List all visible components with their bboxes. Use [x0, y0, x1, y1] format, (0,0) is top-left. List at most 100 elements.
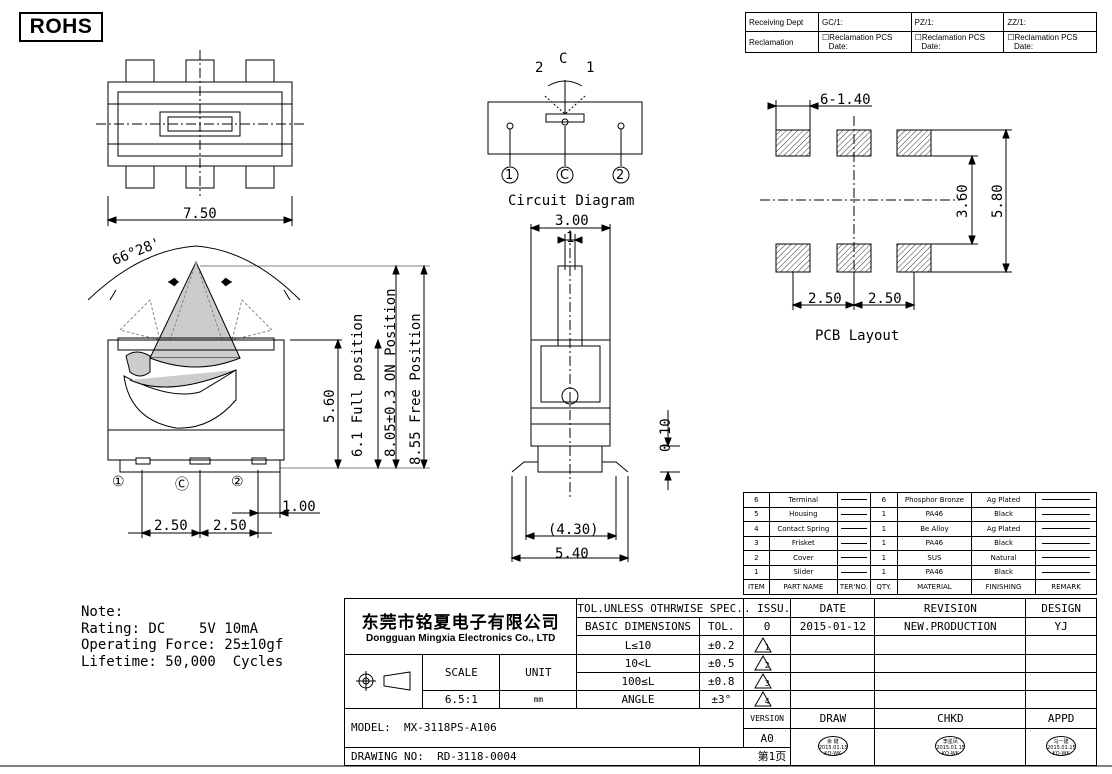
bom-cell-remark [1035, 506, 1097, 522]
tri-cell-2: 2 [742, 653, 792, 673]
bom-cell-finishing: Ag Plated [971, 521, 1037, 537]
bom-header-name: PART NAME [768, 579, 838, 595]
bom-header-ter: TER'NO. [836, 579, 871, 595]
draw-label: DRAW [790, 708, 876, 730]
bom-cell-material: PA46 [896, 564, 973, 580]
dim-1-00: 1.00 [282, 499, 316, 515]
bom-cell-remark [1035, 550, 1097, 566]
pcb-layout-title: PCB Layout [815, 328, 900, 344]
receiving-table: Receiving Dept GC/1: PZ/1: ZZ/1: Reclama… [745, 12, 1097, 53]
tol-value-2: ±0.5 [698, 653, 744, 673]
bom-cell-remark [1035, 564, 1097, 580]
label-on-position: 8.05±0.3 ON Position [383, 288, 399, 457]
bom-cell-material: PA46 [896, 535, 973, 551]
dim-2-50-right: 2.50 [213, 518, 247, 534]
circuit-terminal-1: 1 [505, 168, 514, 183]
tol-range-4: ANGLE [576, 690, 700, 710]
unit-label: UNIT [499, 653, 578, 692]
bom-cell-name: Terminal [768, 492, 838, 508]
issu-header: . ISSU. [742, 597, 792, 619]
model-cell: MODEL: MX-3118PS-A106 [344, 708, 744, 748]
scale-label: SCALE [422, 653, 501, 692]
bom-cell-ter [836, 521, 871, 537]
bom-cell-qty: 1 [869, 521, 898, 537]
version-value: A0 [742, 728, 792, 748]
dim-5-60: 5.60 [322, 389, 338, 423]
tri-cell-3: 3 [742, 671, 792, 692]
bom-cell-ter [836, 492, 871, 508]
bom-cell-name: Cover [768, 550, 838, 566]
drawing-no-cell: DRAWING NO: RD-3118-0004 [344, 746, 700, 767]
reclamation-cell: Reclamation [745, 31, 819, 53]
tol-value-3: ±0.8 [698, 671, 744, 692]
circuit-terminal-2: 2 [616, 168, 625, 183]
dim-4-30: (4.30) [548, 522, 599, 538]
dim-3-00: 3.00 [555, 213, 589, 229]
bom-cell-finishing: Black [971, 564, 1037, 580]
terminal-2-label: ② [231, 474, 244, 490]
dim-0-10: 0.10 [658, 418, 674, 452]
bom-cell-finishing: Black [971, 535, 1037, 551]
bom-cell-name: Housing [768, 506, 838, 522]
bom-cell-item: 1 [743, 564, 770, 580]
bom-cell-qty: 1 [869, 564, 898, 580]
zz-cell: ZZ/1: [1003, 12, 1097, 32]
dim-2-50-left: 2.50 [154, 518, 188, 534]
gc-cell: GC/1: [818, 12, 912, 32]
tol-range-3: 100≤L [576, 671, 700, 692]
pcb-dim-6-1-40: 6-1.40 [820, 92, 871, 108]
pcb-dim-3-60: 3.60 [955, 184, 971, 218]
bom-cell-ter [836, 564, 871, 580]
tol-value-4: ±3° [698, 690, 744, 710]
company-name-cn: 东莞市铭夏电子有限公司 [361, 613, 560, 634]
issue-date: 2015-01-12 [790, 617, 876, 637]
bom-cell-material: PA46 [896, 506, 973, 522]
bom-cell-qty: 6 [869, 492, 898, 508]
tri-cell-1: 1 [742, 635, 792, 655]
circuit-c-label: C [559, 51, 568, 67]
bom-cell-remark [1035, 492, 1097, 508]
bom-cell-ter [836, 506, 871, 522]
company-cell: 东莞市铭夏电子有限公司 Dongguan Mingxia Electronics… [343, 598, 578, 655]
revision-value: NEW.PRODUCTION [874, 617, 1027, 637]
company-name-en: Dongguan Mingxia Electronics Co., LTD [366, 633, 556, 645]
side-view-drawing [87, 245, 430, 538]
chkd-label: CHKD [874, 708, 1027, 730]
bom-cell-name: Contact Spring [768, 521, 838, 537]
rohs-badge: ROHS [19, 12, 103, 42]
bom-cell-qty: 1 [869, 550, 898, 566]
bom-cell-name: Frisket [768, 535, 838, 551]
date-header: DATE [790, 597, 876, 619]
dim-1: 1 [566, 230, 575, 246]
basic-dim-header: BASIC DIMENSIONS [576, 617, 700, 637]
title-block-table: 东莞市铭夏电子有限公司 Dongguan Mingxia Electronics… [343, 597, 1097, 767]
tri-cell-4: 4 [742, 690, 792, 710]
circuit-diagram-drawing [487, 80, 643, 184]
bom-cell-ter [836, 535, 871, 551]
unit-value: mm [499, 690, 578, 710]
bom-cell-material: Phosphor Bronze [896, 492, 973, 508]
bom-cell-finishing: Black [971, 506, 1037, 522]
bom-header-finishing: FINISHING [971, 579, 1037, 595]
bom-cell-item: 5 [743, 506, 770, 522]
top-view-drawing [96, 50, 306, 226]
bom-header-material: MATERIAL [896, 579, 973, 595]
label-free-position: 8.55 Free Position [408, 313, 424, 465]
bom-cell-material: Be Alloy [896, 521, 973, 537]
issue-no: 0 [742, 617, 792, 637]
receiving-dept-cell: Receiving Dept [745, 12, 819, 32]
reclamation-pcs-cell-2: ☐Reclamation PCS Date: [910, 31, 1005, 53]
bom-cell-name: Slider [768, 564, 838, 580]
